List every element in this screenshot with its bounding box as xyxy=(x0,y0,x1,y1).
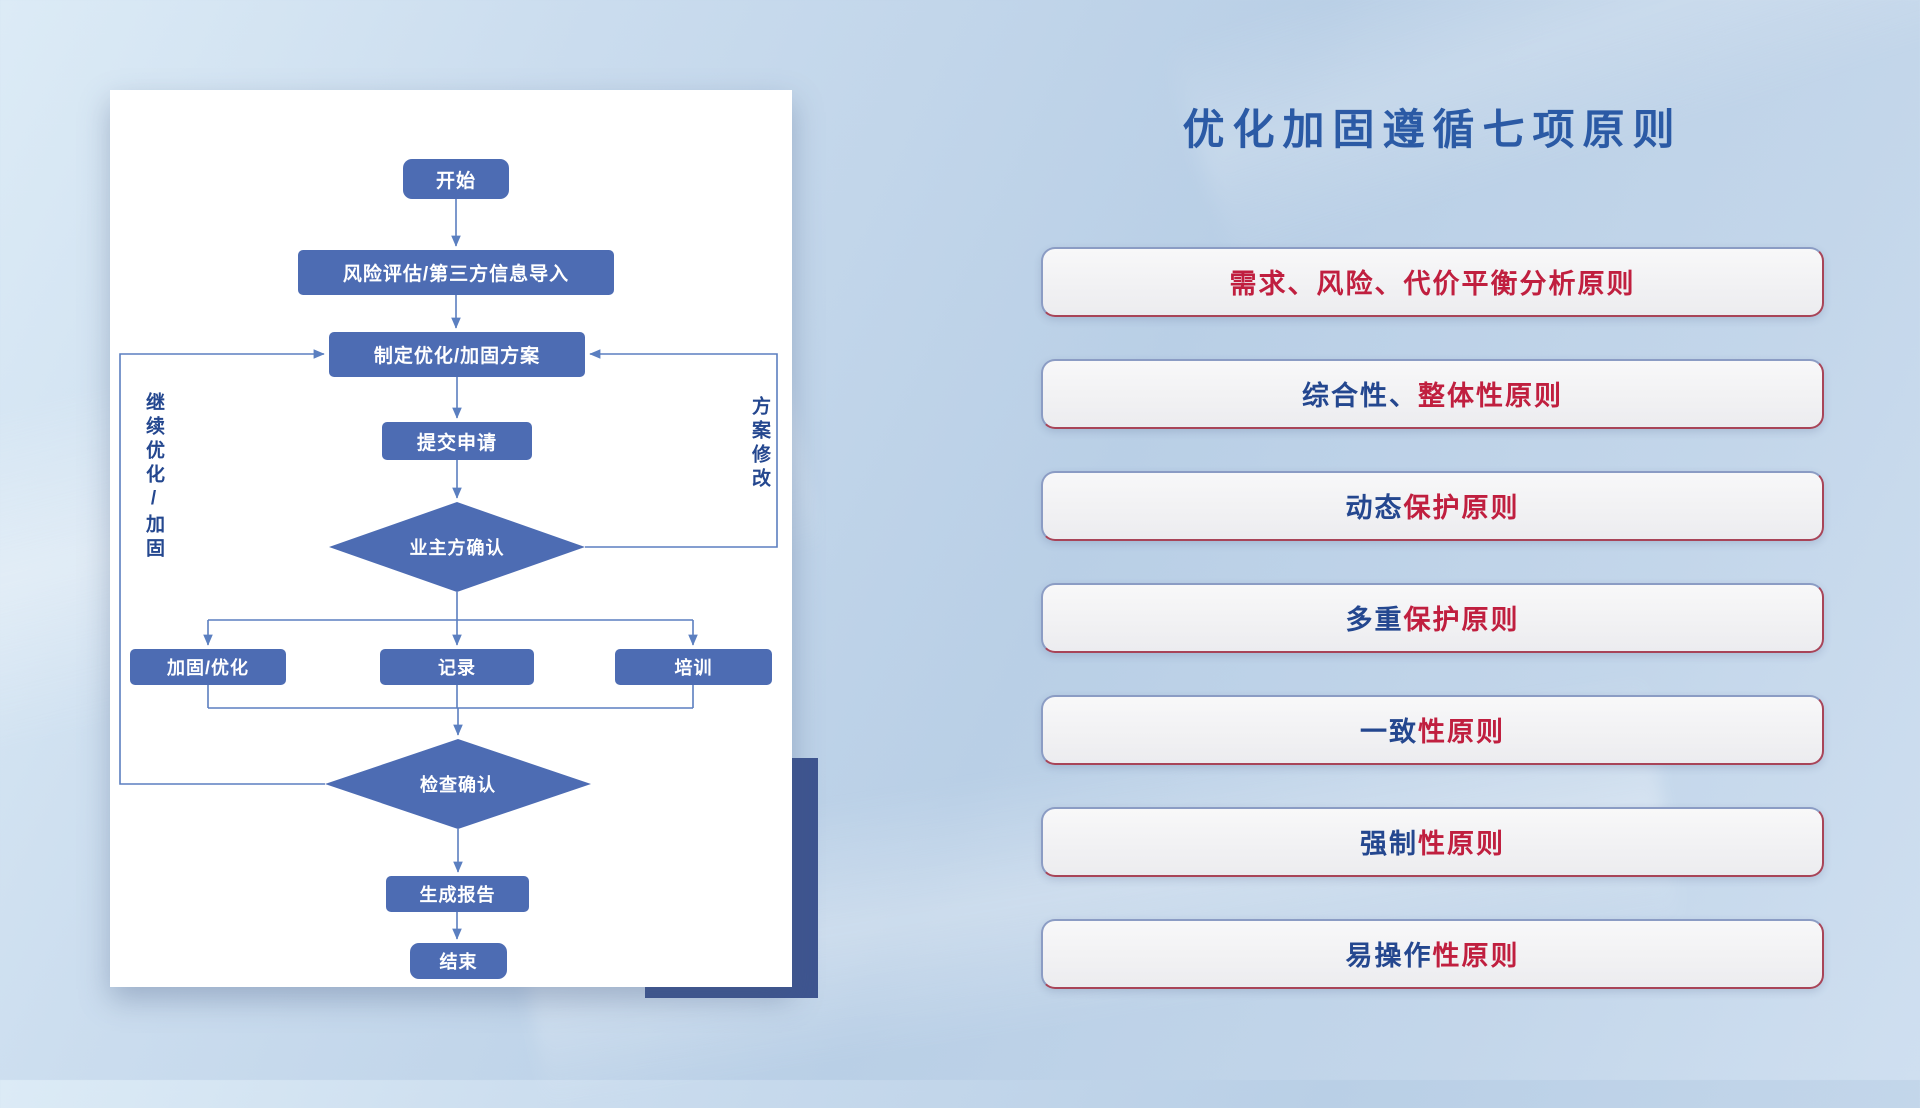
principle-text-primary: 动态 xyxy=(1345,493,1404,523)
panel-title: 优化加固遵循七项原则 xyxy=(1182,106,1683,153)
flowchart-connectors xyxy=(119,199,778,940)
flow-node-training: 培训 xyxy=(615,649,772,685)
flow-node-end: 结束 xyxy=(410,943,507,979)
principle-item: 综合性、整体性原则 xyxy=(1041,358,1824,429)
principle-text-accent: 性原则 xyxy=(1418,829,1505,859)
principle-text-accent: 性原则 xyxy=(1432,941,1520,971)
flow-node-owner-confirm-label: 业主方确认 xyxy=(409,538,505,558)
principle-text-primary: 易操作 xyxy=(1345,941,1433,971)
principle-text-primary: 多重 xyxy=(1345,605,1404,635)
flow-node-record: 记录 xyxy=(380,649,534,685)
principle-text-primary: 强制 xyxy=(1360,829,1418,859)
principle-item: 需求、风险、代价平衡分析原则 xyxy=(1041,246,1824,317)
principle-text-accent: 整体性原则 xyxy=(1418,381,1563,411)
principle-item: 强制性原则 xyxy=(1041,806,1824,877)
flow-node-submit-request: 提交申请 xyxy=(382,422,532,460)
principle-item: 多重保护原则 xyxy=(1041,582,1824,653)
principle-text-primary: 一致 xyxy=(1360,717,1418,747)
principle-text-accent: 保护原则 xyxy=(1403,493,1520,523)
principle-item: 易操作性原则 xyxy=(1041,918,1824,989)
flow-node-risk-import: 风险评估/第三方信息导入 xyxy=(298,250,614,295)
flowchart-card: 开始 风险评估/第三方信息导入 制定优化/加固方案 提交申请 业主方确认 加固/… xyxy=(110,90,792,987)
loop-label-continue-optimize: 继续优化/加固 xyxy=(143,392,164,562)
flow-node-reinforce-optimize: 加固/优化 xyxy=(130,649,286,685)
principle-item: 一致性原则 xyxy=(1041,694,1824,765)
principles-panel: 优化加固遵循七项原则 需求、风险、代价平衡分析原则 综合性、整体性原则 动态保护… xyxy=(1041,104,1824,1031)
principle-text-primary: 综合性、 xyxy=(1302,381,1418,411)
loop-label-plan-modify: 方案修改 xyxy=(749,396,770,492)
flow-node-check-confirm-label: 检查确认 xyxy=(420,775,496,795)
principle-text-accent: 保护原则 xyxy=(1403,605,1520,635)
connector-lines xyxy=(119,199,778,940)
principle-text-accent: 性原则 xyxy=(1418,717,1505,747)
principle-text-accent: 需求、风险、代价平衡分析原则 xyxy=(1229,269,1636,299)
principle-item: 动态保护原则 xyxy=(1041,470,1824,541)
flow-node-start: 开始 xyxy=(403,159,509,199)
flow-node-generate-report: 生成报告 xyxy=(386,876,529,912)
flow-node-make-plan: 制定优化/加固方案 xyxy=(329,332,585,377)
